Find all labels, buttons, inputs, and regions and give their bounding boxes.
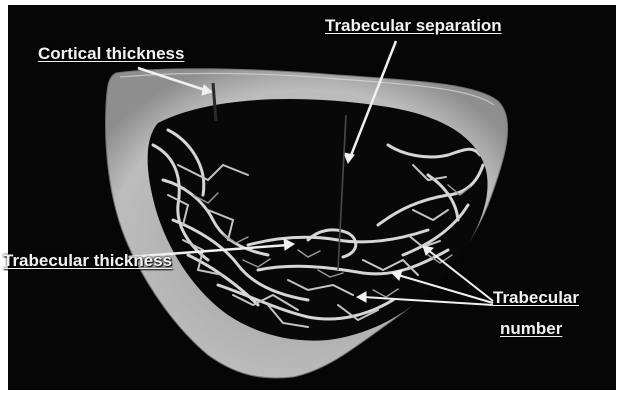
cortical-thickness-label: Cortical thickness: [38, 44, 184, 64]
trabecular-separation-label: Trabecular separation: [325, 16, 502, 36]
trabecular-number-label-line2: number: [500, 319, 562, 339]
trabecular-thickness-label: Trabecular thickness: [3, 251, 172, 271]
trabecular-number-label-line1: Trabecular: [493, 288, 579, 308]
